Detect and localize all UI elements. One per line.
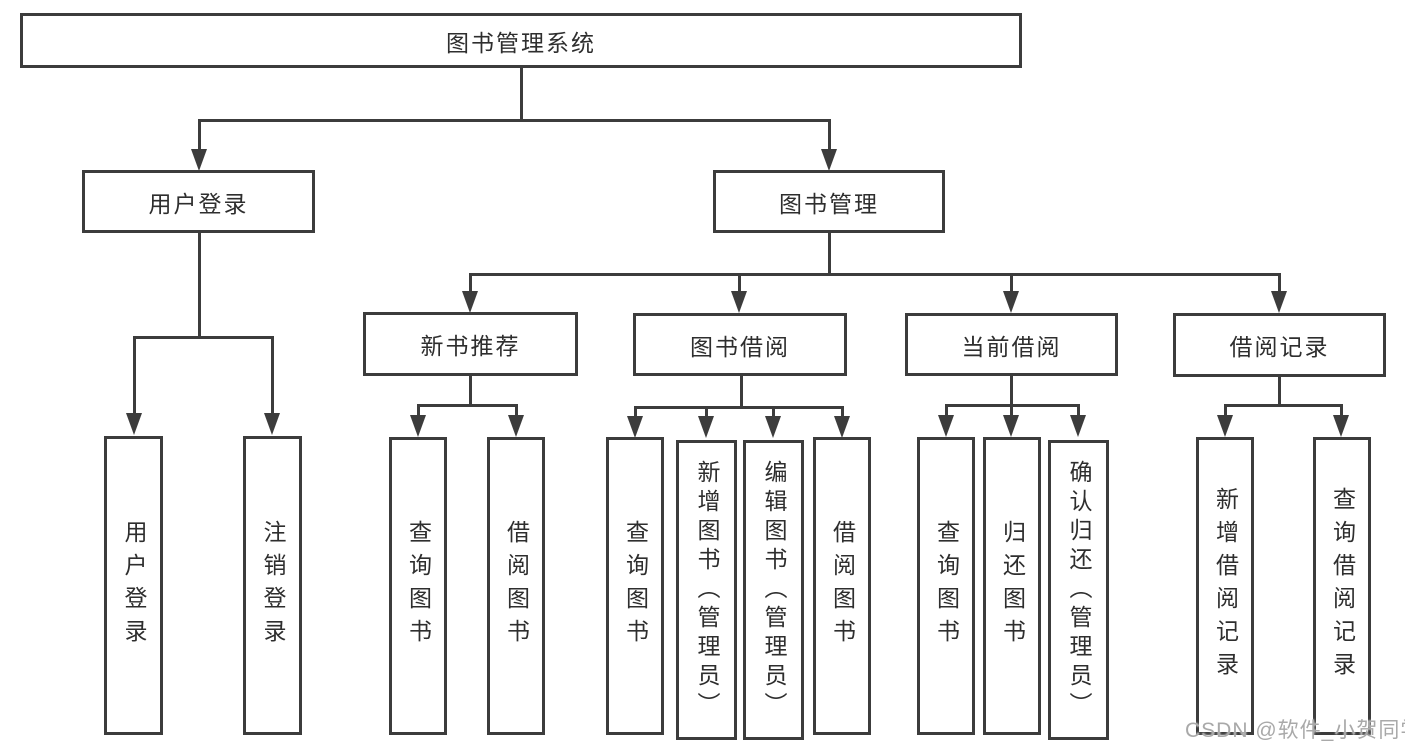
- connector-line: [520, 68, 523, 122]
- leaf-current-return-books: 归还图书: [983, 437, 1041, 735]
- leaf-borrow-edit-books-admin: 编辑图书（管理员）: [743, 440, 804, 740]
- arrow-down-icon: [1070, 415, 1086, 437]
- connector-line: [417, 404, 518, 407]
- leaf-records-add-record: 新增借阅记录: [1196, 437, 1254, 735]
- arrow-down-icon: [821, 149, 837, 171]
- connector-line: [469, 376, 472, 407]
- leaf-current-query-books: 查询图书: [917, 437, 975, 735]
- connector-line: [198, 119, 201, 152]
- arrow-down-icon: [1217, 415, 1233, 437]
- arrow-down-icon: [938, 415, 954, 437]
- connector-line: [841, 406, 844, 417]
- arrow-down-icon: [264, 413, 280, 435]
- leaf-borrow-add-books-admin: 新增图书（管理员）: [676, 440, 737, 740]
- connector-line: [705, 406, 708, 417]
- connector-line: [515, 404, 518, 416]
- arrow-down-icon: [627, 416, 643, 438]
- arrow-down-icon: [731, 291, 747, 313]
- node-user-login: 用户登录: [82, 170, 315, 233]
- connector-line: [417, 404, 420, 416]
- connector-line: [1278, 376, 1281, 407]
- leaf-newbook-query-books: 查询图书: [389, 437, 447, 735]
- arrow-down-icon: [508, 415, 524, 437]
- arrow-down-icon: [834, 416, 850, 438]
- node-new-book-recommend: 新书推荐: [363, 312, 578, 376]
- connector-line: [1010, 404, 1013, 416]
- arrow-down-icon: [462, 291, 478, 313]
- connector-line: [1278, 273, 1281, 293]
- arrow-down-icon: [1271, 291, 1287, 313]
- connector-line: [1224, 404, 1227, 416]
- connector-line: [1010, 376, 1013, 407]
- csdn-watermark: CSDN @软件_小贺同学: [1185, 719, 1405, 742]
- arrow-down-icon: [1003, 415, 1019, 437]
- connector-line: [1340, 404, 1343, 416]
- node-root: 图书管理系统: [20, 13, 1022, 68]
- arrow-down-icon: [126, 413, 142, 435]
- connector-line: [634, 406, 637, 417]
- arrow-down-icon: [1003, 291, 1019, 313]
- connector-line: [133, 336, 136, 414]
- leaf-borrow-borrow-books: 借阅图书: [813, 437, 871, 735]
- connector-line: [1010, 273, 1013, 293]
- connector-line: [271, 336, 274, 414]
- node-borrow-records: 借阅记录: [1173, 313, 1386, 377]
- connector-line: [634, 406, 844, 409]
- connector-line: [198, 233, 201, 338]
- connector-line: [469, 273, 472, 293]
- connector-line: [740, 376, 743, 409]
- connector-line: [133, 336, 274, 339]
- arrow-down-icon: [1333, 415, 1349, 437]
- connector-line: [828, 233, 831, 275]
- leaf-records-query-record: 查询借阅记录: [1313, 437, 1371, 735]
- leaf-current-confirm-return-admin: 确认归还（管理员）: [1048, 440, 1109, 740]
- connector-line: [738, 273, 741, 293]
- leaf-newbook-borrow-books: 借阅图书: [487, 437, 545, 735]
- connector-line: [828, 119, 831, 152]
- connector-line: [1224, 404, 1343, 407]
- leaf-borrow-query-books: 查询图书: [606, 437, 664, 735]
- arrow-down-icon: [698, 416, 714, 438]
- leaf-user-login: 用户登录: [104, 436, 163, 735]
- arrow-down-icon: [765, 416, 781, 438]
- leaf-logout: 注销登录: [243, 436, 302, 735]
- node-current-borrow: 当前借阅: [905, 313, 1118, 376]
- connector-line: [469, 273, 1281, 276]
- connector-line: [198, 119, 831, 122]
- node-book-borrow: 图书借阅: [633, 313, 847, 376]
- arrow-down-icon: [191, 149, 207, 171]
- connector-line: [772, 406, 775, 417]
- arrow-down-icon: [410, 415, 426, 437]
- connector-line: [945, 404, 948, 416]
- connector-line: [1077, 404, 1080, 416]
- node-book-management: 图书管理: [713, 170, 945, 233]
